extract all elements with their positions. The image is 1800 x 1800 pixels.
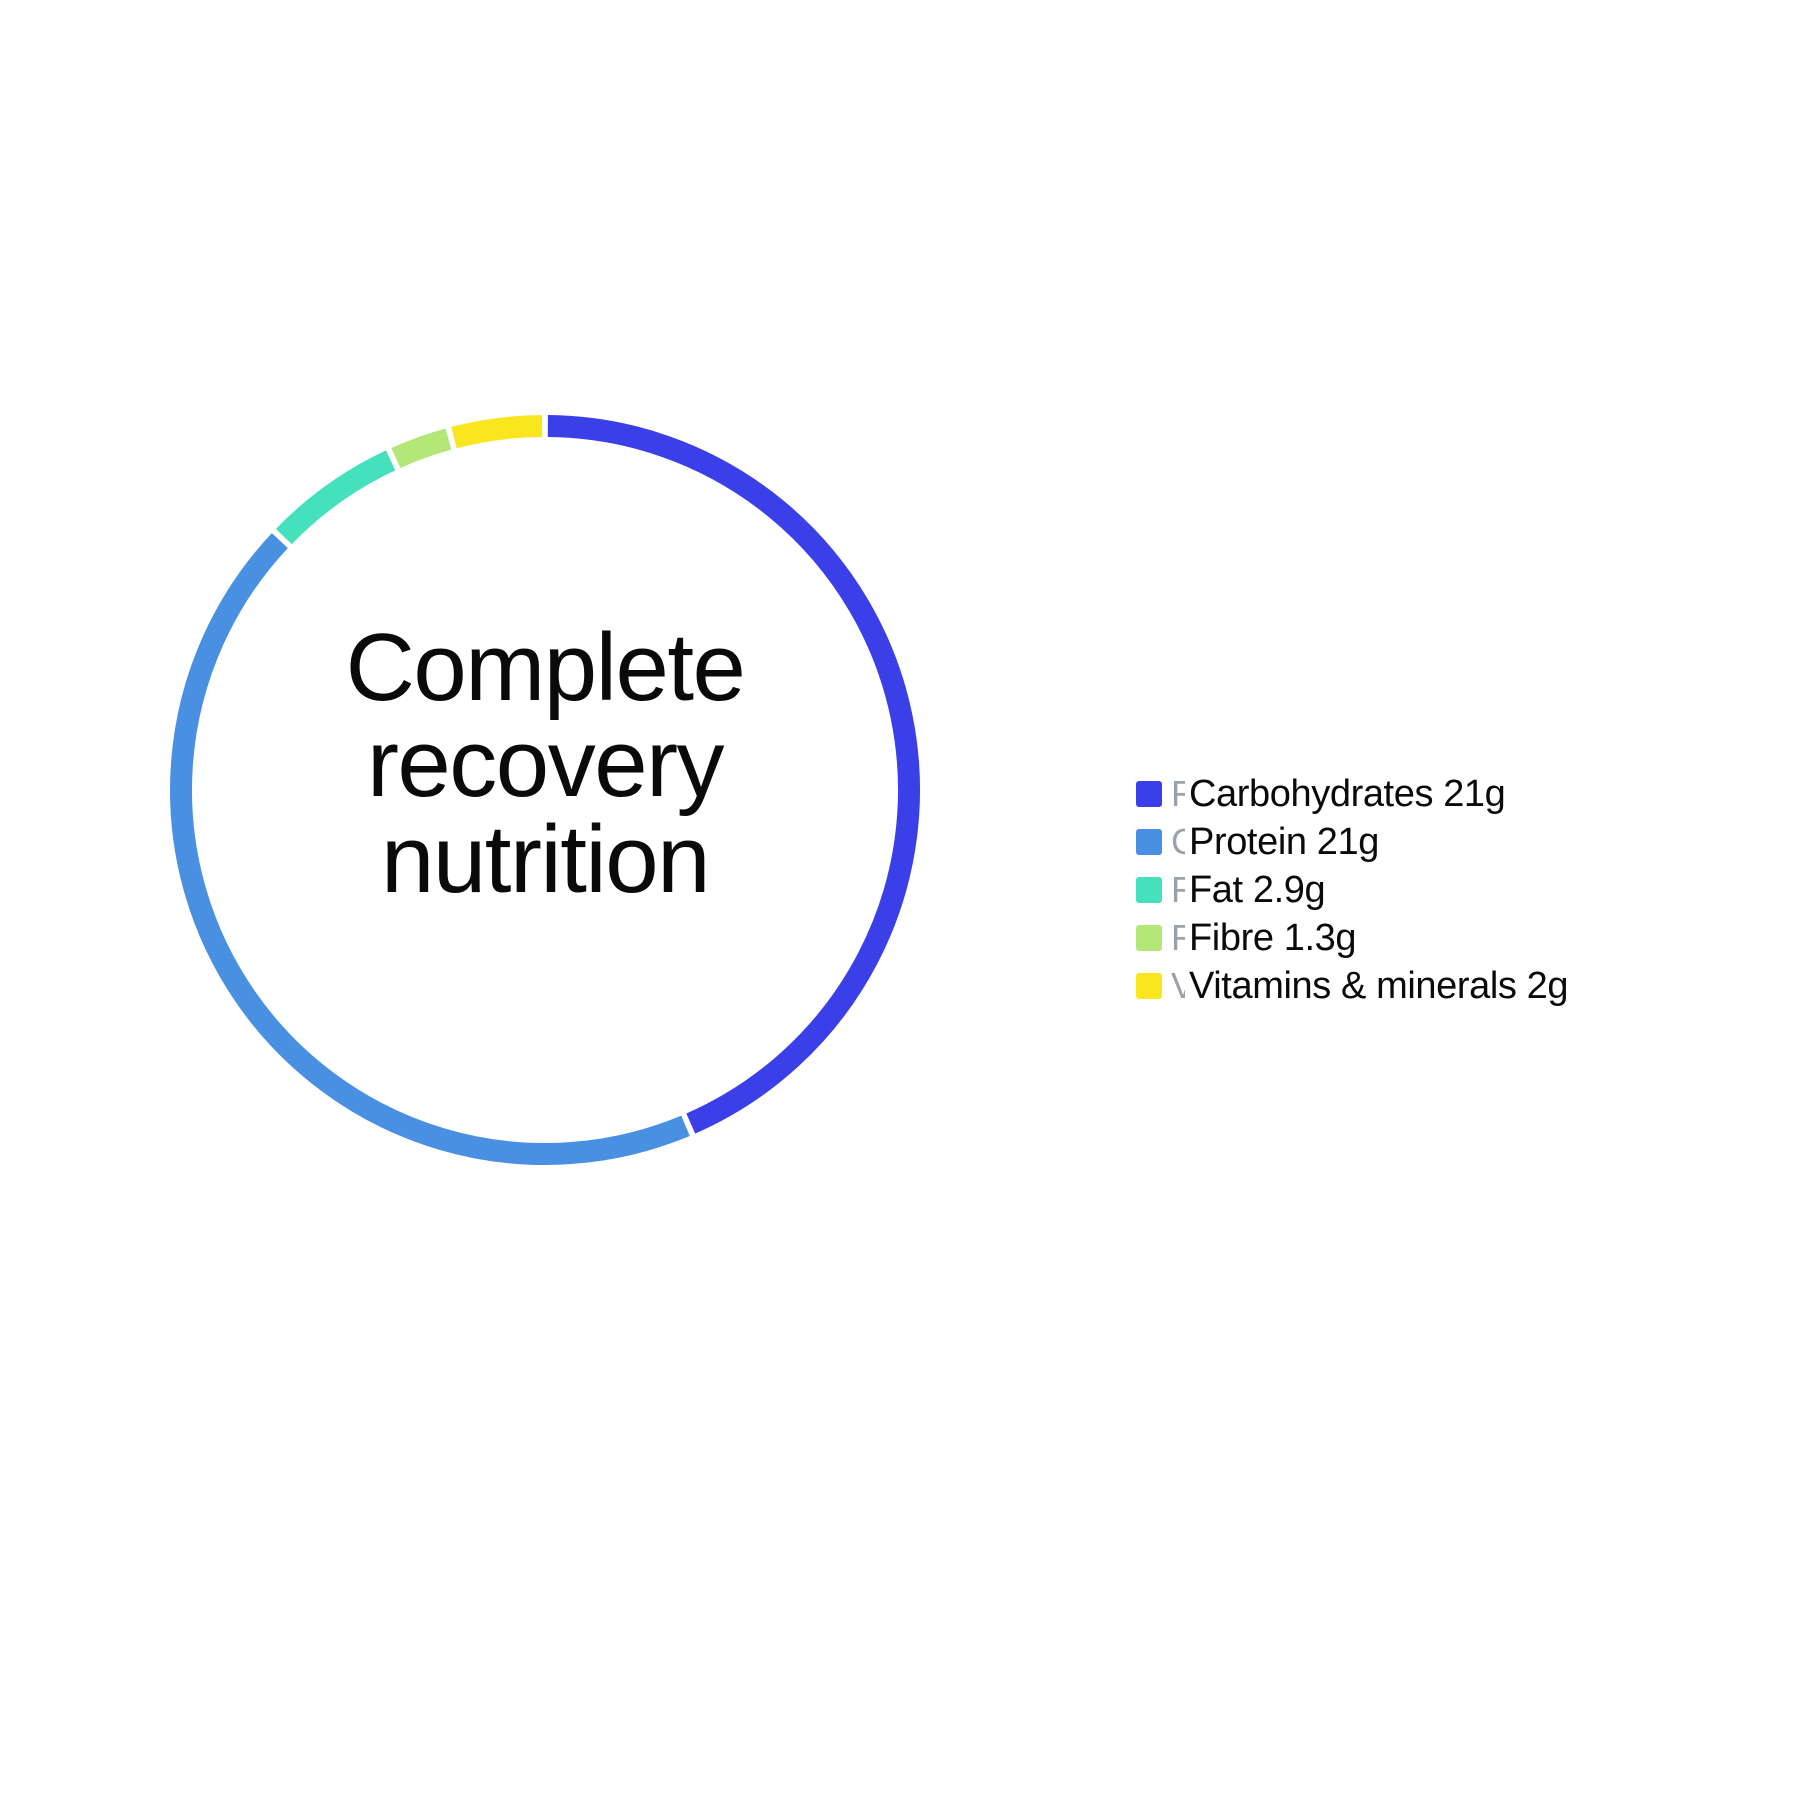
- legend-swatch-protein: [1136, 829, 1162, 855]
- legend-swatch-fibre: [1136, 925, 1162, 951]
- donut-slice-vitamins-minerals[interactable]: [451, 415, 543, 449]
- donut-chart: [170, 415, 920, 1165]
- legend-item-carbohydrates[interactable]: F Carbohydrates 21g: [1136, 770, 1736, 818]
- legend-ghost-glyph-protein: C: [1171, 822, 1185, 862]
- legend-label-fat: Fat 2.9g: [1189, 869, 1326, 911]
- legend-label-vitamins-minerals: Vitamins & minerals 2g: [1189, 965, 1569, 1007]
- legend-swatch-vitamins-minerals: [1136, 973, 1162, 999]
- donut-chart-svg: [170, 415, 920, 1165]
- legend-swatch-fat: [1136, 877, 1162, 903]
- donut-slice-protein[interactable]: [170, 533, 690, 1165]
- legend-ghost-glyph-carbohydrates: F: [1171, 774, 1185, 814]
- chart-legend: F Carbohydrates 21g C Protein 21g F Fat …: [1136, 770, 1736, 1010]
- donut-slice-fibre[interactable]: [391, 428, 452, 469]
- legend-item-fat[interactable]: F Fat 2.9g: [1136, 866, 1736, 914]
- donut-slice-carbohydrates[interactable]: [547, 415, 920, 1134]
- legend-item-protein[interactable]: C Protein 21g: [1136, 818, 1736, 866]
- legend-label-protein: Protein 21g: [1189, 821, 1379, 863]
- legend-label-carbohydrates: Carbohydrates 21g: [1189, 773, 1506, 815]
- donut-slice-fat[interactable]: [275, 450, 396, 545]
- legend-ghost-glyph-vitamins-minerals: V: [1171, 966, 1185, 1006]
- legend-label-fibre: Fibre 1.3g: [1189, 917, 1357, 959]
- legend-item-vitamins-minerals[interactable]: V Vitamins & minerals 2g: [1136, 962, 1736, 1010]
- legend-swatch-carbohydrates: [1136, 781, 1162, 807]
- legend-ghost-glyph-fibre: F: [1171, 918, 1185, 958]
- legend-ghost-glyph-fat: F: [1171, 870, 1185, 910]
- legend-item-fibre[interactable]: F Fibre 1.3g: [1136, 914, 1736, 962]
